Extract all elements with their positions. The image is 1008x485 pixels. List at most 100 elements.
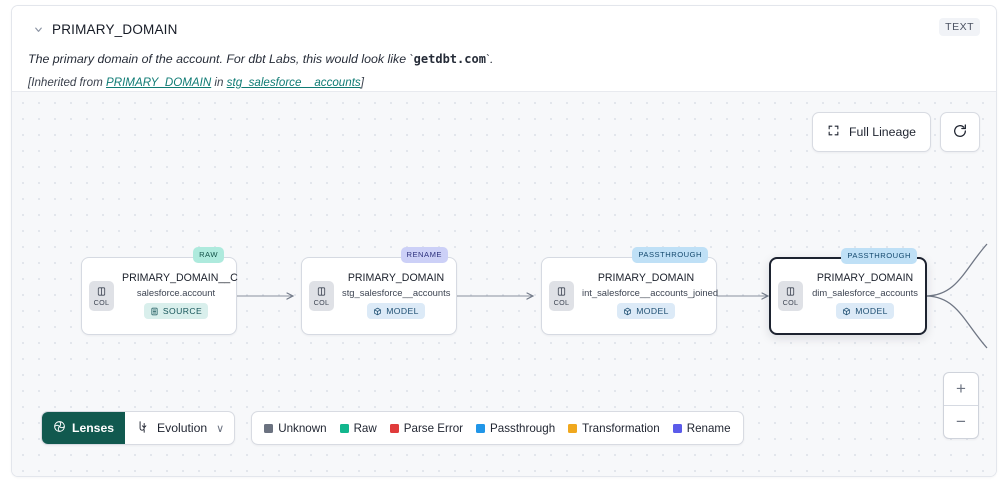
legend-item-transformation: Transformation xyxy=(568,422,660,435)
full-lineage-label: Full Lineage xyxy=(849,125,916,139)
column-icon: COL xyxy=(309,281,334,311)
node-kind-badge: MODEL xyxy=(617,303,675,319)
column-icon: COL xyxy=(778,281,803,311)
expand-icon xyxy=(827,124,840,140)
refresh-button[interactable] xyxy=(940,112,980,152)
canvas-top-controls: Full Lineage xyxy=(812,112,980,152)
evolution-dropdown[interactable]: Evolution ∨ xyxy=(125,412,234,444)
lineage-edges xyxy=(237,243,988,349)
legend-item-unknown: Unknown xyxy=(264,421,327,435)
evolution-flow-icon xyxy=(136,420,150,437)
node-kind-label: SOURCE xyxy=(162,306,203,316)
edge-out-upper xyxy=(926,243,988,297)
description-prefix: The primary domain of the account. For d… xyxy=(28,52,414,66)
column-icon: COL xyxy=(89,281,114,311)
legend-swatch xyxy=(389,423,399,433)
node-kind-wrap: SOURCE xyxy=(122,303,230,321)
legend-swatch xyxy=(264,423,274,433)
legend-item-rename: Rename xyxy=(672,421,731,435)
lineage-node-salesforce-account[interactable]: RAW COL PRIMARY_DOMAIN__C salesforce.acc… xyxy=(81,247,238,335)
node-column-name: PRIMARY_DOMAIN__C xyxy=(122,271,238,284)
legend-item-raw: Raw xyxy=(339,422,377,435)
legend-swatch xyxy=(568,423,578,433)
chevron-down-icon: ∨ xyxy=(216,422,225,435)
database-icon xyxy=(151,307,158,315)
column-chip-label: COL xyxy=(313,297,330,307)
description-suffix: `. xyxy=(485,52,494,66)
lens-badge: RAW xyxy=(193,247,224,263)
node-content: COL PRIMARY_DOMAIN__C salesforce.account… xyxy=(82,258,238,334)
lens-badge: PASSTHROUGH xyxy=(632,247,708,263)
lens-aperture-icon xyxy=(53,420,66,436)
lens-legend: Unknown Raw Parse Error Passthrough xyxy=(251,411,744,445)
column-chip-label: COL xyxy=(553,297,570,307)
lenses-button[interactable]: Lenses xyxy=(42,412,126,444)
node-body: PRIMARY_DOMAIN stg_salesforce__accounts … xyxy=(334,272,456,321)
column-description: The primary domain of the account. For d… xyxy=(28,52,980,67)
legend-label: Rename xyxy=(686,421,731,435)
column-header-row: PRIMARY_DOMAIN xyxy=(28,16,980,42)
column-chip-label: COL xyxy=(93,297,110,307)
inherited-note: [Inherited from PRIMARY_DOMAIN in stg_sa… xyxy=(28,76,980,90)
legend-swatch xyxy=(476,423,486,433)
lineage-canvas[interactable]: RAW COL PRIMARY_DOMAIN__C salesforce.acc… xyxy=(12,92,996,476)
cube-icon xyxy=(624,307,632,315)
legend-swatch xyxy=(672,423,682,433)
inherited-close: ] xyxy=(360,75,364,89)
node-table-name: int_salesforce__accounts_joined xyxy=(582,286,719,298)
legend-swatch xyxy=(339,423,349,433)
inherited-mid: in xyxy=(211,75,227,89)
lineage-node-dim-salesforce-accounts[interactable]: PASSTHROUGH COL PRIMARY_DOMAIN dim_sales… xyxy=(769,248,927,335)
node-kind-label: MODEL xyxy=(386,306,419,316)
zoom-in-button[interactable]: + xyxy=(944,373,978,406)
inherited-model-link[interactable]: stg_salesforce__accounts xyxy=(226,75,361,89)
node-column-name: PRIMARY_DOMAIN xyxy=(816,271,914,284)
node-body: PRIMARY_DOMAIN dim_salesforce_accounts M… xyxy=(803,272,925,321)
refresh-icon xyxy=(952,123,968,142)
column-icon: COL xyxy=(549,281,574,311)
node-table-name: salesforce.account xyxy=(136,286,216,298)
node-body: PRIMARY_DOMAIN__C salesforce.account SOU… xyxy=(114,271,238,321)
lens-badge: PASSTHROUGH xyxy=(841,248,917,264)
legend-label: Unknown xyxy=(278,421,327,435)
column-chip-label: COL xyxy=(782,297,799,307)
zoom-controls: + − xyxy=(943,372,979,439)
canvas-bottom-bar: Lenses Evolution ∨ Unknown xyxy=(41,411,744,445)
inherited-column-link[interactable]: PRIMARY_DOMAIN xyxy=(105,75,212,89)
zoom-out-button[interactable]: − xyxy=(956,412,966,431)
inherited-open: [Inherited from xyxy=(28,75,106,89)
lineage-node-int-salesforce-accounts-joined[interactable]: PASSTHROUGH COL PRIMARY_DOMAIN int_sales… xyxy=(541,247,719,335)
node-kind-label: MODEL xyxy=(855,306,888,316)
node-kind-badge: MODEL xyxy=(367,303,425,319)
node-kind-label: MODEL xyxy=(636,306,669,316)
lineage-node-stg-salesforce-accounts[interactable]: RENAME COL PRIMARY_DOMAIN stg_salesforce… xyxy=(301,247,457,335)
node-column-name: PRIMARY_DOMAIN xyxy=(347,271,445,284)
node-content: COL PRIMARY_DOMAIN int_salesforce__accou… xyxy=(542,258,719,334)
edge-out-lower xyxy=(926,295,988,349)
description-code: getdbt.com xyxy=(413,52,486,66)
node-body: PRIMARY_DOMAIN int_salesforce__accounts_… xyxy=(574,271,719,321)
node-kind-badge: SOURCE xyxy=(143,303,209,319)
full-lineage-button[interactable]: Full Lineage xyxy=(812,112,931,152)
legend-label: Passthrough xyxy=(490,421,556,435)
column-type-badge: TEXT xyxy=(939,18,980,36)
node-column-name: PRIMARY_DOMAIN xyxy=(597,271,695,284)
node-kind-badge: MODEL xyxy=(836,303,894,319)
node-kind-wrap: MODEL xyxy=(811,303,919,321)
lens-badge: RENAME xyxy=(400,247,448,263)
legend-item-parse-error: Parse Error xyxy=(389,421,464,435)
node-table-name: dim_salesforce_accounts xyxy=(812,286,918,298)
evolution-label: Evolution xyxy=(157,421,208,435)
chevron-down-icon[interactable] xyxy=(28,19,48,39)
lenses-label: Lenses xyxy=(72,421,115,435)
legend-label: Parse Error xyxy=(403,421,464,435)
node-table-name: stg_salesforce__accounts xyxy=(342,286,451,298)
node-content: COL PRIMARY_DOMAIN stg_salesforce__accou… xyxy=(302,258,456,334)
legend-item-passthrough: Passthrough xyxy=(476,422,555,435)
node-content: COL PRIMARY_DOMAIN dim_salesforce_accoun… xyxy=(771,259,925,333)
lenses-evolution-group: Lenses Evolution ∨ xyxy=(41,411,236,445)
column-detail-panel: PRIMARY_DOMAIN TEXT The primary domain o… xyxy=(11,5,997,477)
cube-icon xyxy=(843,307,851,315)
legend-label: Transformation xyxy=(582,421,660,435)
